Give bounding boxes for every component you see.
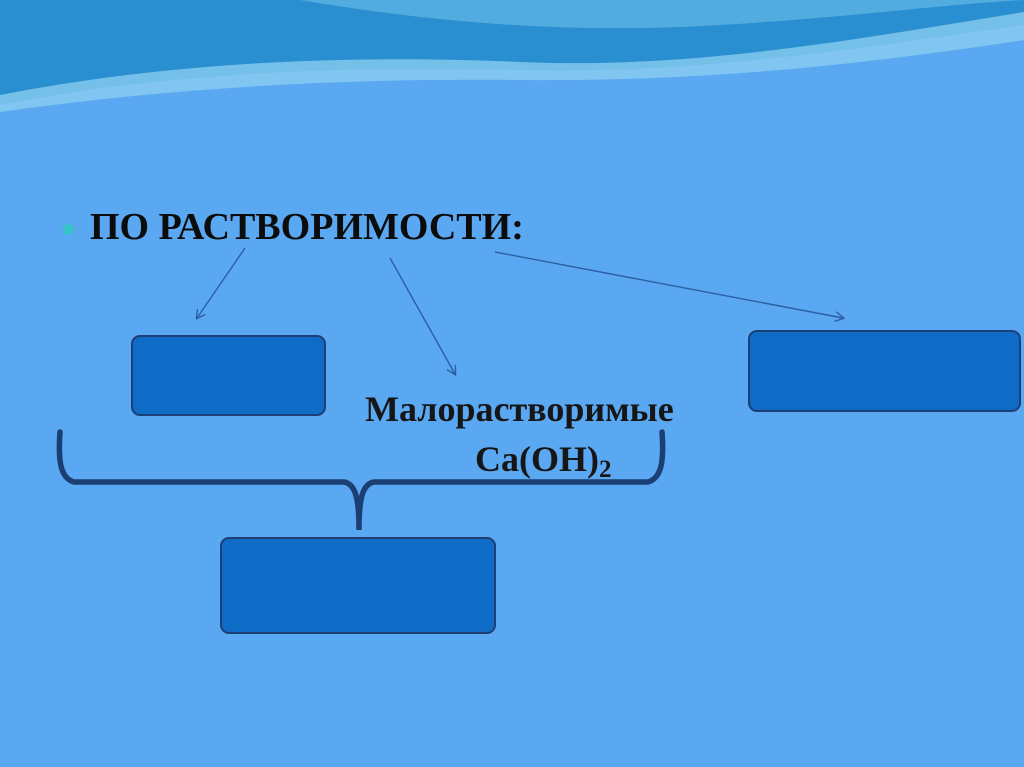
bullet-dot-icon [63, 224, 74, 235]
arrow-to-right-box [494, 251, 843, 318]
arrow-to-left-box [197, 247, 246, 318]
wave-highlight [300, 0, 1024, 29]
wave-dark [0, 0, 1024, 105]
arrow-to-slightly-soluble [389, 257, 455, 374]
heading-by-solubility: ПО РАСТВОРИМОСТИ: [90, 206, 524, 248]
empty-box-bottom [220, 537, 496, 634]
wave-light [0, 12, 1024, 112]
formula-subscript: 2 [598, 456, 612, 483]
empty-box-left [131, 335, 326, 416]
slightly-soluble-label: Малорастворимые [365, 389, 674, 429]
formula-main: Ca(OH) [475, 439, 599, 479]
curly-bracket [56, 429, 666, 531]
formula-calcium-hydroxide: Ca(OH)2 [475, 438, 611, 484]
empty-box-right [748, 330, 1021, 412]
